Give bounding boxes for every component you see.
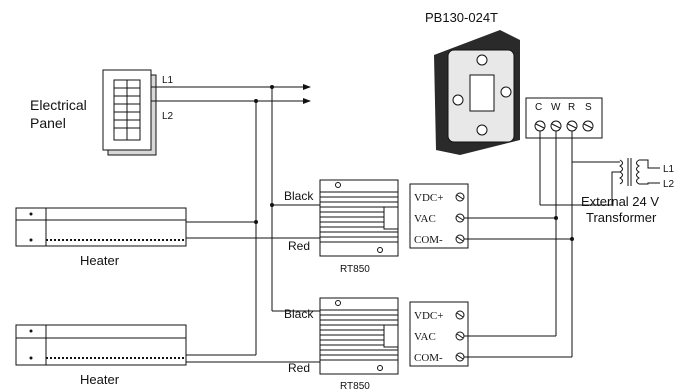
panel-l2-label: L2 <box>162 111 174 122</box>
screw-terminal-icon <box>455 192 465 202</box>
terminal-r-label: R <box>568 102 575 113</box>
terminal-vdc-label: VDC+ <box>414 192 443 204</box>
screw-terminal-icon <box>582 120 594 132</box>
relay-unit <box>319 179 399 257</box>
screw-terminal-icon <box>550 120 562 132</box>
terminal-c-label: C <box>535 102 542 113</box>
relay-unit <box>319 297 399 375</box>
terminal-com-label: COM- <box>414 234 443 246</box>
relay-terminal-block: VDC+ VAC COM- <box>409 301 469 367</box>
relay-terminal-block: VDC+ VAC COM- <box>409 183 469 249</box>
transformer-l2-label: L2 <box>663 179 675 190</box>
screw-terminal-icon <box>455 310 465 320</box>
thermostat-device <box>434 30 520 155</box>
transformer-label-line2: Transformer <box>586 210 657 225</box>
screw-terminal-icon <box>455 352 465 362</box>
transformer-label-line1: External 24 V <box>581 194 659 209</box>
screw-terminal-icon <box>566 120 578 132</box>
electrical-panel-icon <box>102 69 157 156</box>
heater-unit <box>15 207 187 247</box>
screw-terminal-icon <box>534 120 546 132</box>
black-wire-label: Black <box>284 307 314 321</box>
screw-terminal-icon <box>455 331 465 341</box>
transformer-secondary-wire-r <box>571 150 620 163</box>
relay-model-label: RT850 <box>340 381 370 392</box>
thermostat-terminal-block: C W R S <box>525 97 603 139</box>
screw-terminal-icon <box>455 213 465 223</box>
screw-terminal-icon <box>455 234 465 244</box>
black-wire-label: Black <box>284 189 314 203</box>
relay-model-label: RT850 <box>340 264 370 275</box>
transformer-secondary-wire <box>540 171 620 206</box>
panel-label-line1: Electrical <box>30 97 87 113</box>
panel-label-line2: Panel <box>30 115 66 131</box>
transformer-icon <box>619 158 660 186</box>
heater-label: Heater <box>80 372 120 387</box>
transformer-l1-label: L1 <box>663 164 675 175</box>
heater-label: Heater <box>80 253 120 268</box>
terminal-com-label: COM- <box>414 352 443 364</box>
panel-l1-label: L1 <box>162 75 174 86</box>
terminal-vac-label: VAC <box>414 213 436 225</box>
red-wire-label: Red <box>288 361 310 375</box>
terminal-s-label: S <box>585 102 592 113</box>
thermostat-model-label: PB130-024T <box>425 10 498 25</box>
terminal-vdc-label: VDC+ <box>414 310 443 322</box>
terminal-vac-label: VAC <box>414 331 436 343</box>
red-wire-label: Red <box>288 239 310 253</box>
heater-unit <box>15 324 187 366</box>
terminal-w-label: W <box>551 102 561 113</box>
